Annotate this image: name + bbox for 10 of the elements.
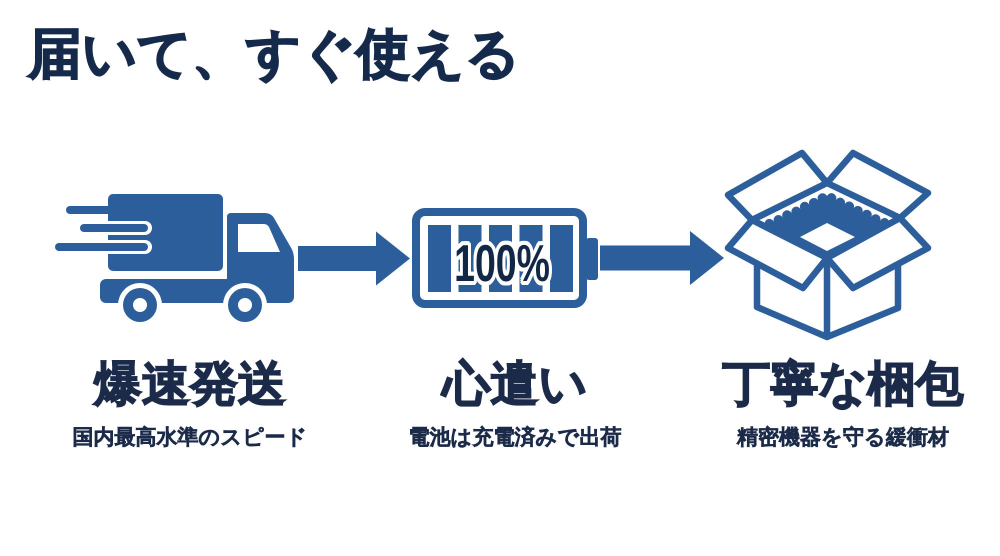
feature-heading: 爆速発送 <box>94 358 286 411</box>
arrow <box>298 232 410 286</box>
title: 届いて、すぐ使える <box>28 22 520 87</box>
feature-description: 電池は充電済みで出荷 <box>408 425 622 450</box>
feature-heading: 心遣い <box>442 358 588 411</box>
open-box-illustration <box>724 147 932 340</box>
arrow <box>600 231 724 285</box>
feature-heading: 丁寧な梱包 <box>722 358 964 411</box>
feature-description: 国内最高水準のスピード <box>72 425 308 450</box>
feature-description: 精密機器を守る緩衝材 <box>737 425 949 450</box>
